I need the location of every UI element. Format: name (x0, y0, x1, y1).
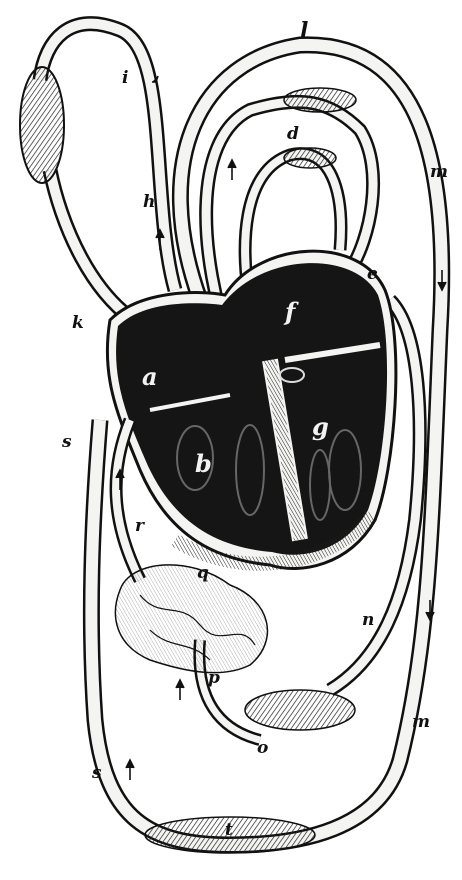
label-r: r (135, 518, 144, 535)
label-m-upper: m (430, 164, 448, 181)
label-h: h (143, 194, 155, 211)
label-p: p (208, 670, 220, 687)
label-q: q (197, 565, 209, 582)
capillary-tuft-middle (284, 148, 336, 168)
label-m-lower: m (412, 714, 430, 731)
label-n: n (362, 612, 374, 629)
capillary-bed-o (245, 690, 355, 730)
label-g: g (312, 415, 329, 439)
label-a: a (142, 365, 158, 389)
pulmonary-loop (40, 24, 175, 330)
label-s-upper: s (62, 434, 72, 451)
label-s-lower: s (92, 765, 102, 782)
label-k: k (72, 315, 84, 332)
label-o: o (257, 740, 268, 757)
capillary-tuft-upper (284, 88, 356, 112)
label-t: t (225, 822, 233, 839)
label-l: l (300, 20, 308, 42)
liver-capillary-network (115, 565, 267, 673)
label-b: b (195, 452, 212, 476)
heart (107, 251, 396, 568)
label-i: i (122, 70, 128, 87)
label-f: f (285, 300, 295, 324)
lung-capillary-bed (20, 67, 64, 183)
label-d: d (287, 126, 299, 143)
label-e: e (367, 266, 378, 283)
